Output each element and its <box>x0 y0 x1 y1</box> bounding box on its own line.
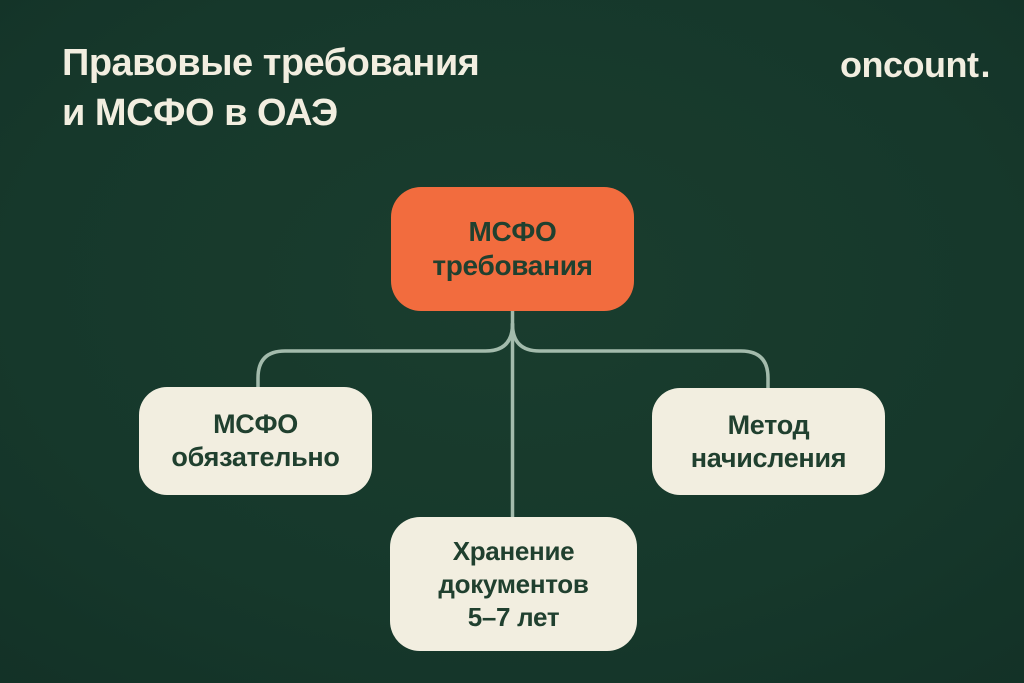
node-mcfo-requirements: МСФО требования <box>391 187 634 311</box>
brand-logo-text: oncount <box>840 44 979 85</box>
node-label-line: МСФО <box>213 409 298 439</box>
node-label-line: начисления <box>690 442 847 473</box>
node-label-line: требования <box>432 250 593 281</box>
page-title-line1: Правовые требования <box>62 42 480 84</box>
node-label-line: МСФО <box>468 216 557 247</box>
node-label-line: документов <box>438 568 589 599</box>
node-mcfo-mandatory: МСФО обязательно <box>139 387 372 495</box>
node-accrual-method: Метод начисления <box>652 388 885 495</box>
brand-logo-dot: . <box>980 44 990 85</box>
brand-logo: oncount. <box>840 44 990 86</box>
page-title-line2: и МСФО в ОАЭ <box>62 92 338 134</box>
node-label-line: Хранение <box>452 535 575 566</box>
page-title: Правовые требования и МСФО в ОАЭ <box>62 38 480 138</box>
node-label-line: обязательно <box>171 442 340 472</box>
connector-root-to-right <box>510 322 770 390</box>
node-label-line: Метод <box>727 409 810 440</box>
connector-root-to-left <box>256 322 515 389</box>
node-document-storage: Хранение документов 5–7 лет <box>390 517 637 651</box>
node-label-line: 5–7 лет <box>467 601 560 632</box>
